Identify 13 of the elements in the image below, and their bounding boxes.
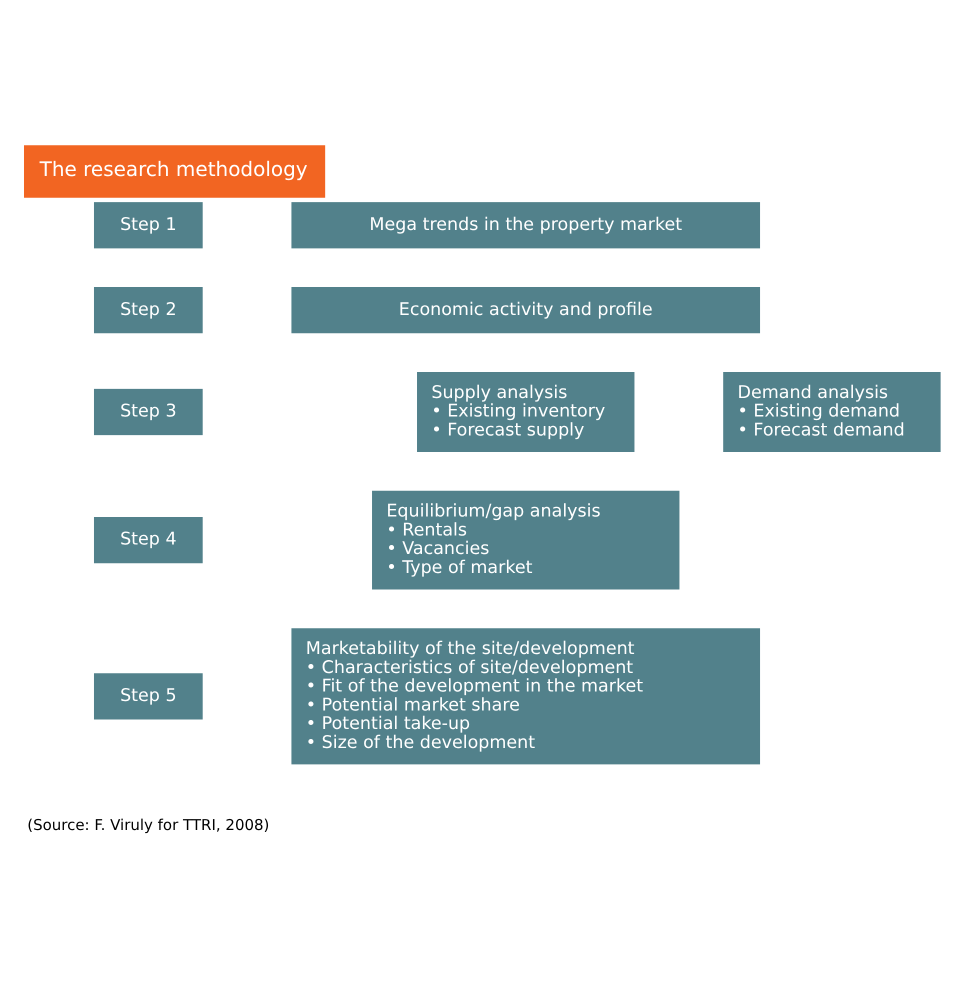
node-box: Step 1	[93, 202, 202, 248]
node-box: Demand analysis • Existing demand • Forecast demand	[722, 372, 940, 452]
caption: (Source: F. Viruly for TTRI, 2008)	[26, 816, 269, 834]
node-box: Equilibrium/gap analysis • Rentals • Vacancies • Type of market	[372, 490, 679, 590]
node-box: Supply analysis • Existing inventory • Forecast supply	[416, 372, 634, 452]
node-box: Step 2	[93, 287, 202, 334]
node-box: Step 3	[93, 388, 202, 436]
node-box: Mega trends in the property market	[290, 202, 760, 248]
node-box: Step 4	[93, 517, 202, 564]
node-box: Marketability of the site/development • Characteristics of site/development • Fit of the development in the market • Potential market share • Potential take-up • Size of the development	[290, 628, 760, 764]
diagram-title: The research methodology	[39, 157, 308, 182]
node-box: Step 5	[93, 673, 202, 720]
node-box: Economic activity and profile	[290, 287, 760, 334]
